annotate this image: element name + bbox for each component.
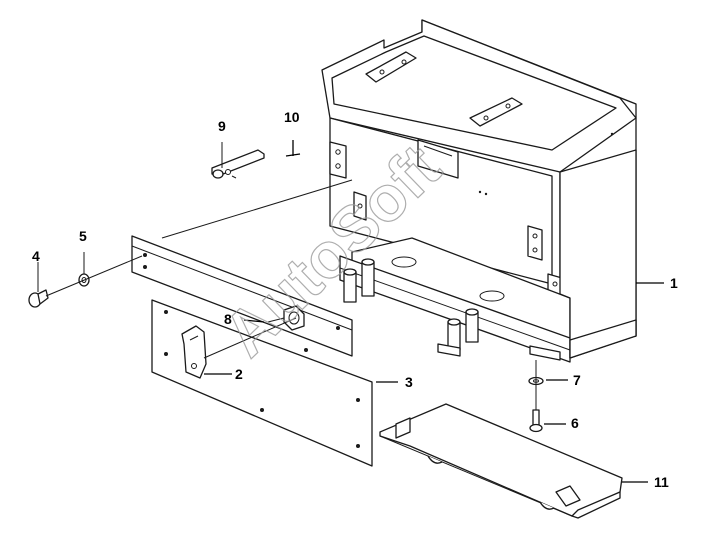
part-10-pin bbox=[285, 140, 301, 157]
callout-5: 5 bbox=[79, 228, 87, 244]
part-6-bolt bbox=[529, 409, 543, 433]
part-4-screw bbox=[28, 289, 49, 308]
callout-8: 8 bbox=[224, 311, 232, 327]
part-2-latch bbox=[181, 325, 207, 379]
leader-lines bbox=[37, 142, 664, 483]
part-8-bushing bbox=[267, 305, 305, 331]
callout-2: 2 bbox=[235, 366, 243, 382]
standoffs bbox=[343, 258, 561, 361]
callout-10: 10 bbox=[284, 109, 300, 125]
callout-4: 4 bbox=[32, 248, 40, 264]
callout-3: 3 bbox=[405, 374, 413, 390]
callout-6: 6 bbox=[571, 415, 579, 431]
callout-7: 7 bbox=[573, 372, 581, 388]
callout-9: 9 bbox=[218, 118, 226, 134]
part-1-housing bbox=[321, 19, 637, 363]
callout-1: 1 bbox=[670, 275, 678, 291]
part-11-base-plate bbox=[379, 403, 623, 519]
callouts: 1 2 3 4 5 6 7 8 9 10 11 bbox=[32, 109, 678, 490]
part-9-rod bbox=[211, 149, 265, 179]
callout-11: 11 bbox=[654, 474, 669, 490]
